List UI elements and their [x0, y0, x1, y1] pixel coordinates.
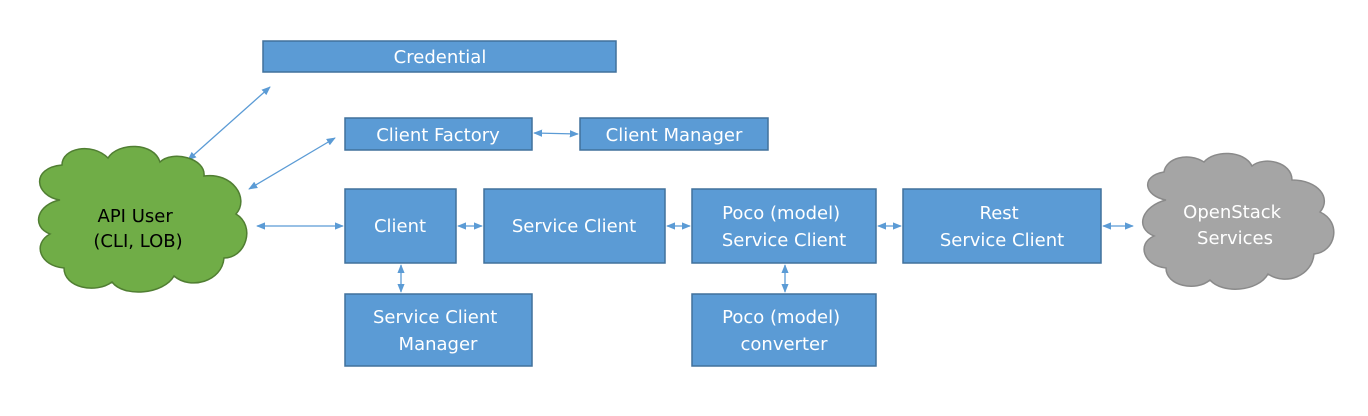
client-box: Client [344, 188, 457, 264]
service-client-line-1: Service Client [512, 216, 636, 237]
openstack-line-1: OpenStack [1183, 202, 1281, 223]
poco-converter-line-2: converter [741, 334, 829, 355]
openstack-services-cloud: OpenStack Services [1142, 152, 1335, 290]
poco-converter-rect [691, 293, 877, 367]
poco-converter-label: Poco (model) converter [722, 307, 846, 355]
rest-service-client-rect [902, 188, 1102, 264]
client-manager-line-1: Client Manager [606, 125, 743, 146]
client-manager-box: Client Manager [579, 117, 769, 151]
credential-line-1: Credential [394, 47, 487, 68]
credential-label: Credential [394, 47, 487, 68]
client-line-1: Client [374, 216, 426, 237]
client-manager-label: Client Manager [606, 125, 743, 146]
openstack-services-cloud-label: OpenStack Services [1183, 202, 1287, 249]
connector-user-client-factory [248, 137, 336, 190]
rest-service-client-box: Rest Service Client [902, 188, 1102, 264]
poco-converter-box: Poco (model) converter [691, 293, 877, 367]
connector-user-credential [187, 86, 271, 161]
poco-service-client-line-1: Poco (model) [722, 203, 840, 224]
client-manager-rect [579, 117, 769, 151]
api-user-cloud-label: API User (CLI, LOB) [93, 206, 182, 252]
poco-service-client-box: Poco (model) Service Client [691, 188, 877, 264]
client-factory-box: Client Factory [344, 117, 533, 151]
rest-service-client-line-2: Service Client [940, 230, 1064, 251]
rest-service-client-line-1: Rest [980, 203, 1019, 224]
api-user-cloud-shape [37, 145, 248, 293]
service-client-manager-box: Service Client Manager [344, 293, 533, 367]
service-client-rect [483, 188, 666, 264]
poco-service-client-line-2: Service Client [722, 230, 846, 251]
service-client-manager-label: Service Client Manager [373, 307, 503, 355]
credential-rect [262, 40, 617, 73]
poco-converter-line-1: Poco (model) [722, 307, 840, 328]
service-client-box: Service Client [483, 188, 666, 264]
api-user-line-1: API User [98, 206, 174, 227]
connectors [187, 86, 1134, 293]
connector-factory-manager [533, 129, 579, 138]
poco-service-client-rect [691, 188, 877, 264]
client-rect [344, 188, 457, 264]
openstack-services-cloud-shape [1142, 152, 1335, 290]
client-factory-label: Client Factory [376, 125, 500, 146]
service-client-manager-rect [344, 293, 533, 367]
client-factory-line-1: Client Factory [376, 125, 500, 146]
service-client-label: Service Client [512, 216, 636, 237]
api-user-line-2: (CLI, LOB) [93, 231, 182, 252]
service-client-manager-line-1: Service Client [373, 307, 497, 328]
rest-service-client-label: Rest Service Client [940, 203, 1064, 251]
credential-box: Credential [262, 40, 617, 73]
poco-service-client-label: Poco (model) Service Client [722, 203, 846, 251]
openstack-line-2: Services [1197, 228, 1273, 249]
service-client-manager-line-2: Manager [399, 334, 478, 355]
client-label: Client [374, 216, 426, 237]
api-user-cloud: API User (CLI, LOB) [37, 145, 248, 293]
client-factory-rect [344, 117, 533, 151]
